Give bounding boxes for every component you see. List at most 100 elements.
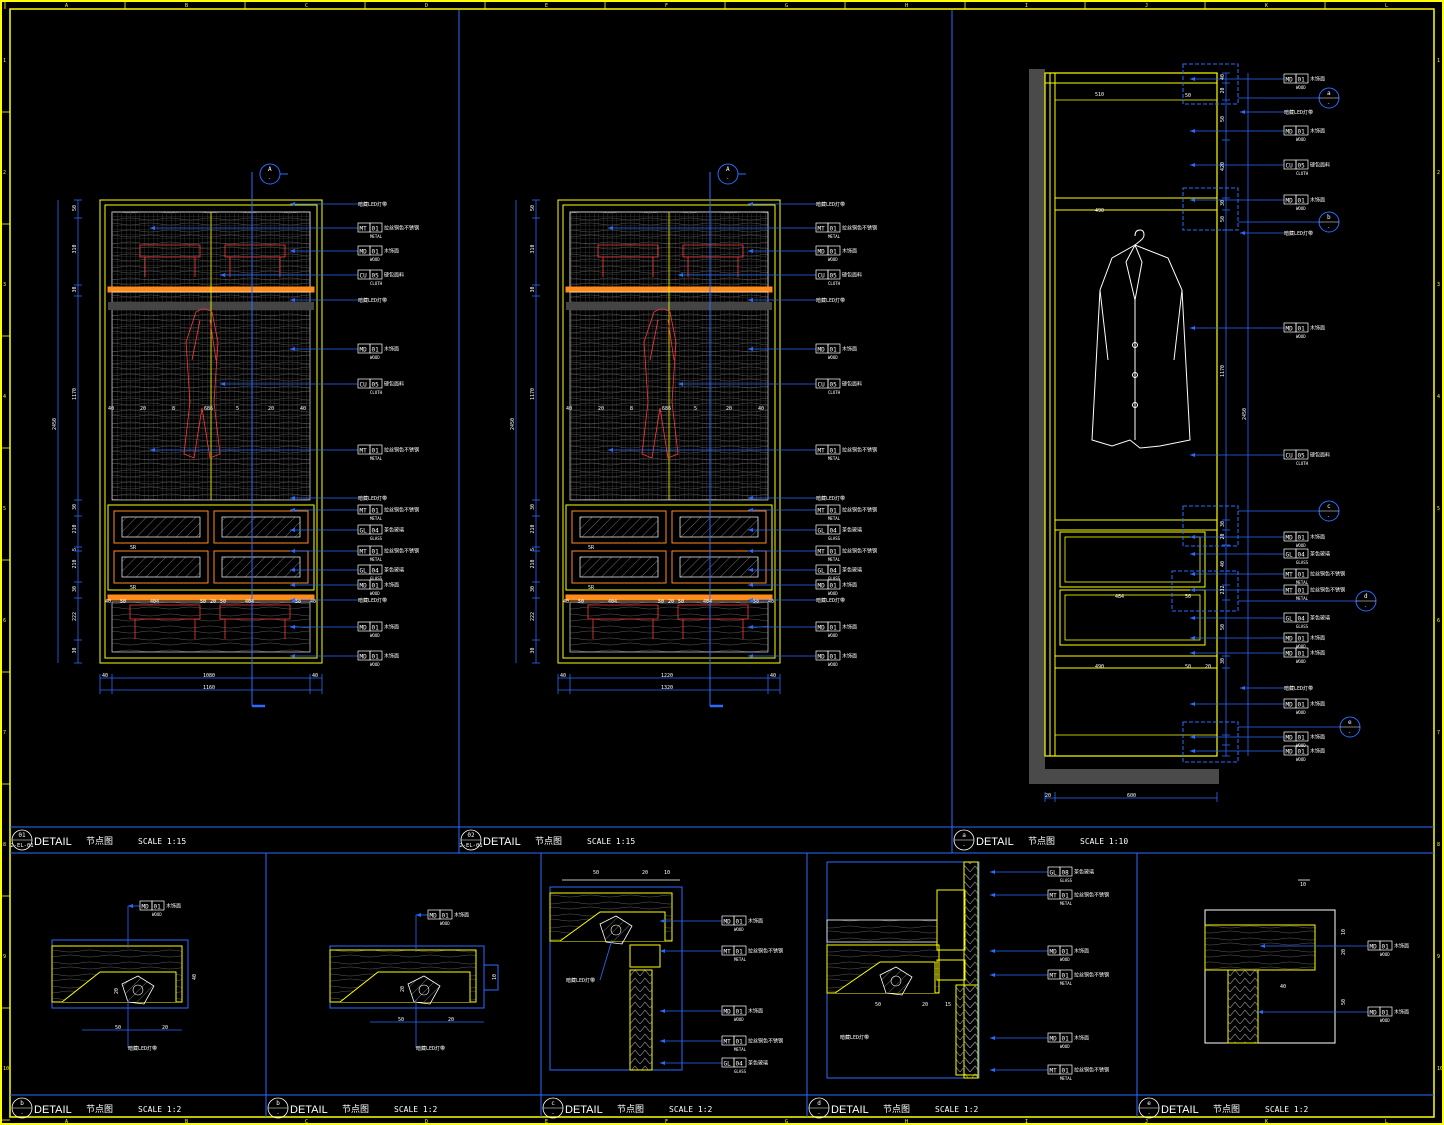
tag-desc: 硬包面料 xyxy=(1310,452,1330,459)
leader-arrow xyxy=(748,298,753,302)
drawer-front xyxy=(213,510,309,544)
tag-code: CU xyxy=(818,273,826,280)
title-block-word: DETAIL xyxy=(34,1104,72,1116)
tag-desc: 木饰面 xyxy=(842,582,857,589)
grid-col-label: B xyxy=(185,3,188,9)
tag-code: GL xyxy=(818,528,826,535)
stool-icon xyxy=(597,244,744,277)
grid-row-label: 8 xyxy=(1437,842,1440,848)
tag-sub: WOOD xyxy=(1296,206,1306,211)
title-block-scale: SCALE 1:15 xyxy=(587,837,635,846)
grid-row-label: 9 xyxy=(1437,954,1440,960)
dim-text: 404 xyxy=(245,599,254,605)
dim-text: 20 xyxy=(162,1025,168,1031)
grid-col-label: B xyxy=(185,1119,188,1125)
tag-sub: WOOD xyxy=(1296,659,1306,664)
leader-arrow xyxy=(678,273,683,277)
leader-arrow xyxy=(748,496,753,500)
tag-sub: METAL xyxy=(1296,596,1309,601)
dim-text: 20 xyxy=(140,406,146,412)
dim-text: 40 xyxy=(1220,561,1226,567)
tag-sub: WOOD xyxy=(1296,334,1306,339)
tag-code: MD xyxy=(818,654,826,661)
title-block-cn: 节点图 xyxy=(1028,836,1055,847)
leader-line xyxy=(599,939,613,981)
dim-text: 20 xyxy=(1220,533,1226,539)
dim-text: 20 xyxy=(598,406,604,412)
tag-sub: METAL xyxy=(370,516,383,521)
dim-text: 30 xyxy=(72,286,78,292)
tag-code: MD xyxy=(1286,749,1294,756)
tag-sub: METAL xyxy=(828,557,841,562)
leader-arrow xyxy=(290,549,295,553)
leader-arrow xyxy=(1190,616,1195,620)
tag-code: MD xyxy=(360,583,368,590)
tag-sub: METAL xyxy=(734,1047,747,1052)
tag-code: GL xyxy=(1286,616,1294,623)
detail-marker-letter: b xyxy=(1327,214,1331,221)
detail-panel xyxy=(1227,969,1259,1044)
tag-desc: 茶色玻璃 xyxy=(384,567,404,574)
tag-num: 01 xyxy=(736,1039,744,1046)
tag-desc: 硬包面料 xyxy=(842,272,862,279)
tag-code: MD xyxy=(430,913,438,920)
section-a-dims: 4020504203050117030204023250302450510490… xyxy=(1044,72,1249,802)
tag-num-box xyxy=(369,378,383,389)
tag-code: CU xyxy=(360,382,368,389)
tag-desc: 木饰面 xyxy=(454,912,469,919)
leader-arrow xyxy=(748,583,753,587)
dim-text: 50 xyxy=(220,599,226,605)
tag-sub: WOOD xyxy=(1296,85,1306,90)
tag-num-box xyxy=(733,945,747,956)
tag-num: 05 xyxy=(830,382,838,389)
tag-code: MT xyxy=(1286,572,1294,579)
drawer-glass xyxy=(579,556,659,578)
dim-text: 484 xyxy=(1115,594,1124,600)
leader-arrow xyxy=(1190,77,1195,81)
title-block-cn: 节点图 xyxy=(342,1104,369,1115)
clothing-icon xyxy=(641,308,679,459)
led-note: 暗藏LED灯带 xyxy=(1284,685,1313,692)
tag-code: GL xyxy=(1286,552,1294,559)
detail-chamfer xyxy=(339,971,471,1003)
grid-col-label: E xyxy=(545,1119,548,1125)
tag-sub: GLASS xyxy=(370,536,383,541)
leader-arrow xyxy=(660,1061,665,1065)
tag-num: 01 xyxy=(442,913,450,920)
tag-num-box xyxy=(369,222,383,233)
tag-num-box xyxy=(369,343,383,354)
grid-row-label: 10 xyxy=(1437,1066,1443,1072)
tag-num: 01 xyxy=(1062,1036,1070,1043)
drawer-front xyxy=(571,510,667,544)
leader-arrow xyxy=(660,949,665,953)
tag-sub: METAL xyxy=(828,516,841,521)
dim-text: 50 xyxy=(678,599,684,605)
tag-num: 01 xyxy=(1062,893,1070,900)
plinth-light xyxy=(565,594,773,601)
tag-sub: WOOD xyxy=(1060,1044,1070,1049)
title-block-ref: - xyxy=(276,1111,279,1117)
dim-text: 30 xyxy=(72,586,78,592)
leader-arrow xyxy=(290,202,295,206)
leader-arrow xyxy=(748,249,753,253)
detail-marker-sub: - xyxy=(1327,101,1330,107)
tag-sub: WOOD xyxy=(1296,743,1306,748)
grid-col-label: F xyxy=(665,1119,668,1125)
tag-num: 01 xyxy=(830,583,838,590)
tag-num: 01 xyxy=(1298,535,1306,542)
drawer-glass xyxy=(221,556,301,578)
tag-num-box xyxy=(827,378,841,389)
tag-sub: GLASS xyxy=(370,576,383,581)
